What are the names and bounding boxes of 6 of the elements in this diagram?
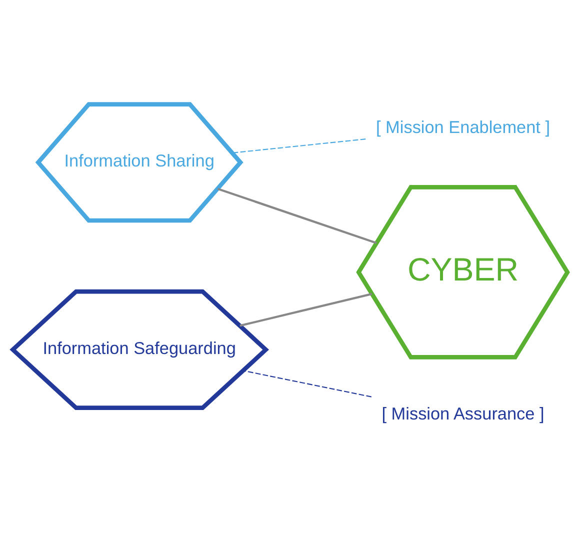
node-text: [ Mission Enablement ]	[376, 117, 550, 138]
connector	[243, 370, 372, 398]
connector	[217, 188, 377, 244]
connector	[240, 292, 372, 327]
node-text: [ Mission Assurance ]	[382, 403, 544, 424]
connector	[232, 138, 366, 154]
